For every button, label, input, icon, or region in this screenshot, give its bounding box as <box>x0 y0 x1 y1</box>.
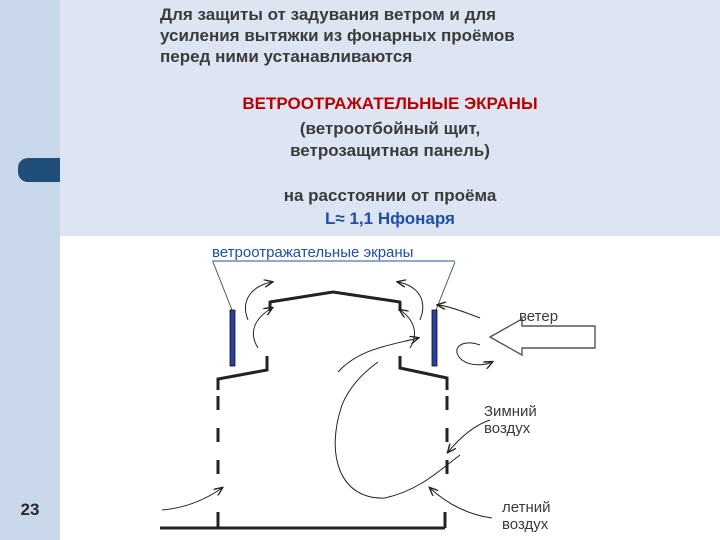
lantern-roof <box>268 290 402 311</box>
screens-pointer-right <box>435 261 456 311</box>
winter-air-label: воздух <box>484 420 531 437</box>
header-band <box>60 0 720 236</box>
winter-air-label: Зимний <box>484 403 537 420</box>
distance-formula: L≈ 1,1 Нфонаря <box>325 209 455 228</box>
screens-pointer-left <box>212 261 233 311</box>
screens-diagram-label: ветроотражательные экраны <box>212 244 413 261</box>
slide-tab-marker <box>18 158 60 182</box>
internal-flow-right <box>384 454 461 499</box>
subtitle-line: (ветроотбойный щит, <box>299 119 481 138</box>
intro-text: Для защиты от задувания ветром и для уси… <box>160 4 630 67</box>
deflector-screen-left <box>229 309 236 367</box>
exhaust-flow-right-upper <box>398 282 424 321</box>
exhaust-flow-left-upper <box>245 282 272 321</box>
wind-stream-curl <box>456 342 492 365</box>
wind-stream-upper <box>438 305 481 319</box>
distance-label: на расстоянии от проёма <box>283 186 497 205</box>
wind-block-arrow <box>488 317 596 357</box>
exhaust-flow-left-lower <box>253 308 272 349</box>
intro-line: Для защиты от задувания ветром и для <box>160 5 497 24</box>
screens-subtitle: (ветроотбойный щит, ветрозащитная панель… <box>60 118 720 162</box>
summer-inflow-right <box>430 488 493 519</box>
roof-left <box>216 356 269 390</box>
wind-label: ветер <box>519 308 558 325</box>
winter-inflow-right <box>448 419 491 452</box>
exhaust-flow-right-lower <box>400 310 415 349</box>
internal-flow-loop <box>334 361 386 499</box>
intro-line: перед ними устанавливаются <box>160 47 413 66</box>
internal-flow-upper <box>337 338 418 373</box>
summer-air-label: воздух <box>502 516 549 533</box>
summer-air-label: летний <box>502 499 551 516</box>
intro-line: усиления вытяжки из фонарных проёмов <box>160 26 515 45</box>
slide-number: 23 <box>20 500 40 519</box>
summer-inflow-left <box>161 488 222 511</box>
left-sidebar-strip <box>0 0 60 540</box>
screens-heading: ВЕТРООТРАЖАТЕЛЬНЫЕ ЭКРАНЫ <box>242 94 538 113</box>
roof-right <box>398 356 449 390</box>
subtitle-line: ветрозащитная панель) <box>290 141 490 160</box>
deflector-screen-right <box>431 309 438 367</box>
